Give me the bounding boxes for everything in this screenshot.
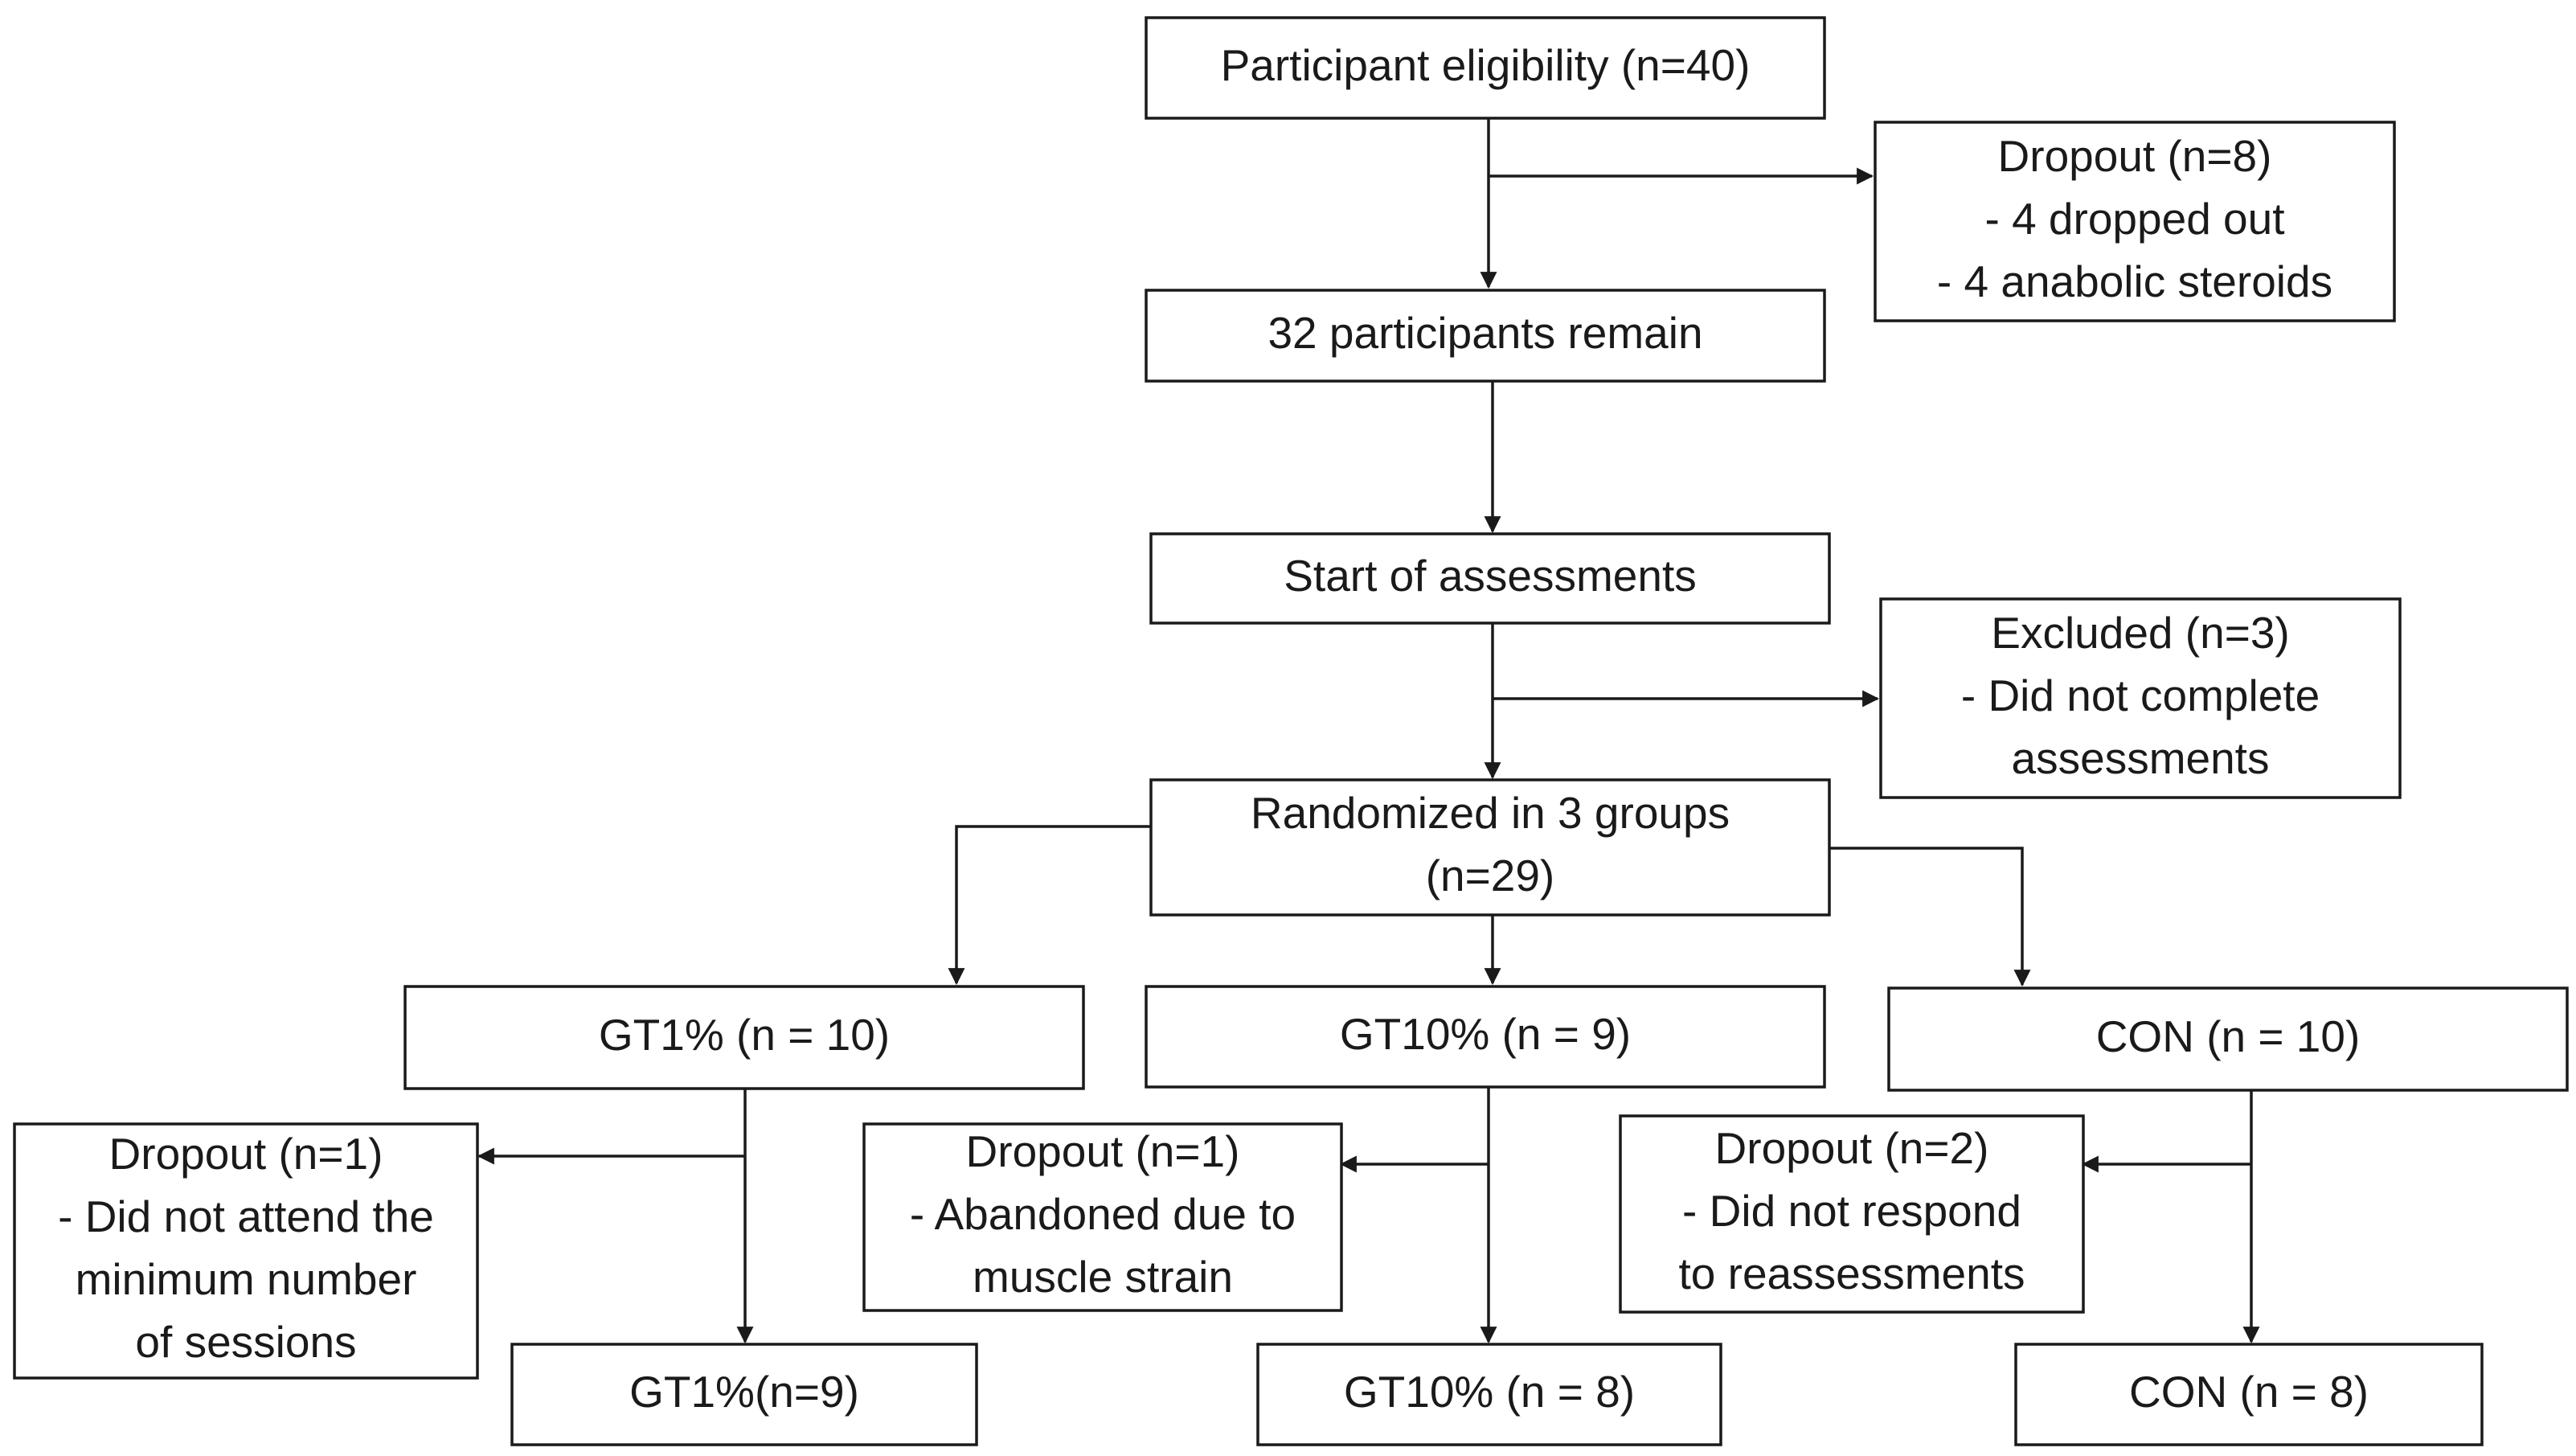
node-text-line: CON (n = 8) bbox=[2129, 1367, 2369, 1417]
node-randomized-text: Randomized in 3 groups (n=29) bbox=[1251, 788, 1730, 900]
node-text-line: Dropout (n=1) bbox=[966, 1126, 1240, 1176]
node-con-start-text: CON (n = 10) bbox=[2096, 1011, 2361, 1061]
node-gt1-end: GT1%(n=9) bbox=[510, 1343, 978, 1446]
node-gt1-start: GT1% (n = 10) bbox=[403, 985, 1085, 1090]
node-gt10-dropout-text: Dropout (n=1) - Abandoned due to muscle st… bbox=[910, 1126, 1296, 1302]
node-text-line: - Did not respond bbox=[1682, 1186, 2021, 1236]
connectors bbox=[477, 117, 2260, 1344]
node-text-line: of sessions bbox=[135, 1317, 356, 1367]
node-text-line: (n=29) bbox=[1426, 851, 1555, 900]
node-text-line: Start of assessments bbox=[1284, 551, 1697, 601]
node-excluded: Excluded (n=3) - Did not complete assessme… bbox=[1879, 597, 2402, 799]
node-text-line: - Abandoned due to bbox=[910, 1189, 1296, 1239]
node-gt10-start-text: GT10% (n = 9) bbox=[1340, 1009, 1631, 1059]
node-gt10-start: GT10% (n = 9) bbox=[1145, 985, 1826, 1089]
node-text-line: GT10% (n = 9) bbox=[1340, 1009, 1631, 1059]
node-text-line: minimum number bbox=[76, 1254, 417, 1304]
node-dropout-initial: Dropout (n=8) - 4 dropped out - 4 anabolic… bbox=[1874, 121, 2396, 322]
node-remain: 32 participants remain bbox=[1145, 289, 1826, 383]
node-text-line: Participant eligibility (n=40) bbox=[1221, 40, 1751, 90]
node-eligibility: Participant eligibility (n=40) bbox=[1145, 16, 1826, 120]
node-text-line: muscle strain bbox=[973, 1252, 1233, 1302]
node-text-line: Dropout (n=2) bbox=[1715, 1123, 1989, 1173]
node-start-assessments-text: Start of assessments bbox=[1284, 551, 1697, 601]
node-text-line: GT1% (n = 10) bbox=[599, 1010, 890, 1060]
node-gt10-dropout: Dropout (n=1) - Abandoned due to muscle st… bbox=[862, 1122, 1343, 1312]
node-gt1-dropout: Dropout (n=1) - Did not attend the minimum… bbox=[13, 1122, 479, 1380]
edge-randomized-to-gt1 bbox=[948, 825, 1151, 986]
node-text-line: Dropout (n=8) bbox=[1998, 131, 2272, 181]
node-text-line: - 4 anabolic steroids bbox=[1937, 256, 2332, 306]
node-text-line: to reassessments bbox=[1678, 1249, 2025, 1298]
node-gt10-end-text: GT10% (n = 8) bbox=[1344, 1367, 1635, 1417]
node-excluded-text: Excluded (n=3) - Did not complete assessme… bbox=[1961, 608, 2320, 783]
node-randomized: Randomized in 3 groups (n=29) bbox=[1149, 778, 1831, 917]
node-con-end-text: CON (n = 8) bbox=[2129, 1367, 2369, 1417]
node-con-dropout: Dropout (n=2) - Did not respond to reasses… bbox=[1619, 1114, 2085, 1314]
node-text-line: Excluded (n=3) bbox=[1991, 608, 2289, 658]
node-start-assessments: Start of assessments bbox=[1149, 532, 1831, 625]
node-text-line: Dropout (n=1) bbox=[109, 1129, 383, 1179]
node-text-line: - Did not complete bbox=[1961, 671, 2320, 720]
node-con-end: CON (n = 8) bbox=[2014, 1343, 2484, 1446]
node-eligibility-text: Participant eligibility (n=40) bbox=[1221, 40, 1751, 90]
node-gt1-end-text: GT1%(n=9) bbox=[629, 1367, 859, 1417]
node-text-line: 32 participants remain bbox=[1268, 308, 1702, 358]
node-text-line: assessments bbox=[2012, 733, 2270, 783]
node-remain-text: 32 participants remain bbox=[1268, 308, 1702, 358]
node-text-line: - 4 dropped out bbox=[1984, 194, 2284, 244]
node-con-start: CON (n = 10) bbox=[1887, 986, 2569, 1092]
node-text-line: GT10% (n = 8) bbox=[1344, 1367, 1635, 1417]
edge-randomized-to-con bbox=[1829, 847, 2031, 987]
node-text-line: GT1%(n=9) bbox=[629, 1367, 859, 1417]
node-gt1-start-text: GT1% (n = 10) bbox=[599, 1010, 890, 1060]
node-text-line: CON (n = 10) bbox=[2096, 1011, 2361, 1061]
node-gt1-dropout-text: Dropout (n=1) - Did not attend the minimum… bbox=[58, 1129, 434, 1367]
node-text-line: - Did not attend the bbox=[58, 1191, 434, 1241]
node-gt10-end: GT10% (n = 8) bbox=[1256, 1343, 1722, 1446]
node-con-dropout-text: Dropout (n=2) - Did not respond to reasses… bbox=[1678, 1123, 2025, 1298]
node-text-line: Randomized in 3 groups bbox=[1251, 788, 1730, 838]
node-dropout-initial-text: Dropout (n=8) - 4 dropped out - 4 anabolic… bbox=[1937, 131, 2332, 306]
